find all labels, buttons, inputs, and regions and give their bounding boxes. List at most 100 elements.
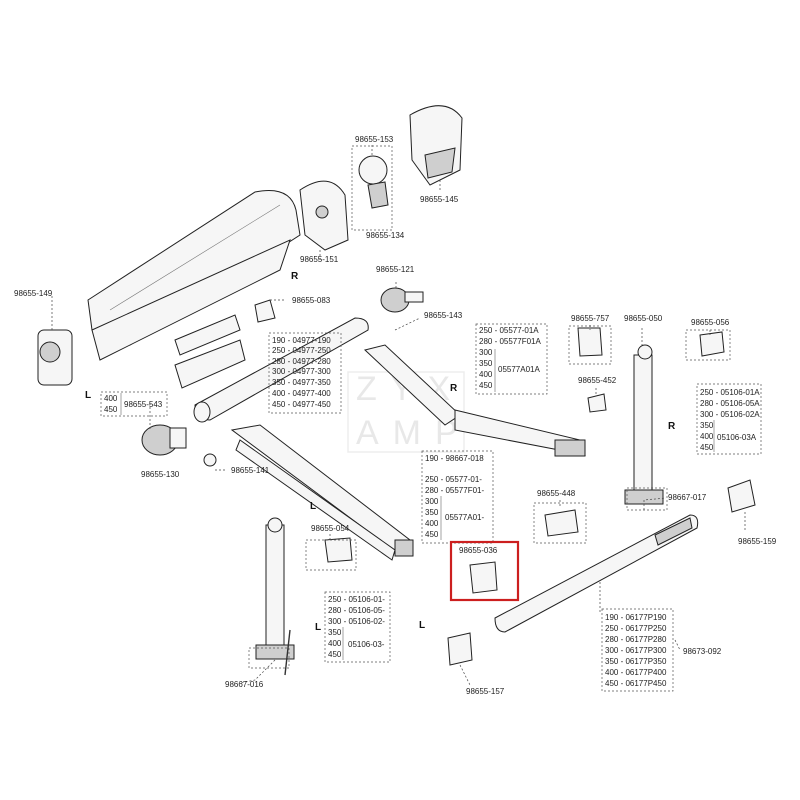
table-row: 280 - 05106-05- [328, 606, 385, 615]
table-row: 190 - 06177P190 [605, 613, 667, 622]
table-row: 280 - 06177P280 [605, 635, 667, 644]
part-label: 98655-134 [366, 231, 405, 240]
part-98655-036-shape [469, 561, 498, 594]
part-box [626, 487, 668, 511]
table-cell: 350 [479, 359, 493, 368]
part-98655-130-shape [141, 424, 187, 456]
part-98655-153-shape [358, 155, 389, 209]
part-label: 98655-153 [355, 135, 394, 144]
table-row: 250 - 05106-01A [700, 388, 760, 397]
part-label: 98655-083 [292, 296, 331, 305]
part-98655-141-shape [203, 453, 217, 467]
part-label: 98655-149 [14, 289, 53, 298]
table-cell: 400 [328, 639, 342, 648]
size-table-05106-left: 250 - 05106-01- 280 - 05106-05- 300 - 05… [324, 591, 391, 663]
part-box [305, 539, 357, 571]
table-row: 400 - 04977-400 [272, 389, 331, 398]
table-cell: 450 [479, 381, 493, 390]
table-row: 300 - 05106-02A [700, 410, 760, 419]
leader-lines [51, 145, 746, 686]
left-leg [255, 517, 295, 676]
part-98655-054-shape [324, 537, 353, 563]
table-row: 280 - 04977-280 [272, 357, 331, 366]
table-cell: 400 [425, 519, 439, 528]
part-label: 98655-050 [624, 314, 663, 323]
highlight-frame [449, 540, 520, 602]
size-table-06177: 190 - 06177P190 250 - 06177P250 280 - 06… [601, 608, 674, 692]
table-cell: 350 [700, 421, 714, 430]
part-98655-083-shape [254, 299, 276, 323]
table-row: 350 - 04977-350 [272, 378, 331, 387]
part-box [533, 502, 587, 544]
part-box [351, 145, 393, 231]
size-table-543: 400 450 98655-543 [100, 391, 168, 417]
part-label: 98655-151 [300, 255, 339, 264]
side-marker: L [419, 620, 425, 631]
side-marker: L [85, 390, 91, 401]
table-row: 280 - 05577F01- [425, 486, 484, 495]
part-98655-452-shape [587, 393, 607, 413]
front-profile [494, 514, 699, 633]
table-cell: 400 [700, 432, 714, 441]
table-row: 250 - 05577-01- [425, 475, 482, 484]
rail-shape [174, 314, 246, 389]
part-label: 98655-757 [571, 314, 610, 323]
part-box [685, 329, 731, 361]
part-label: 98655-159 [738, 537, 777, 546]
table-row: 280 - 05106-05A [700, 399, 760, 408]
part-label: 98655-157 [466, 687, 505, 696]
side-marker: R [291, 271, 299, 282]
table-cell: 400 [104, 394, 118, 403]
table-cell: 450 [425, 530, 439, 539]
table-row: 300 - 06177P300 [605, 646, 667, 655]
part-98655-757-shape [577, 327, 603, 357]
roller-tube [193, 317, 369, 423]
part-label: 98655-121 [376, 265, 415, 274]
part-label: 98655-036 [459, 546, 498, 555]
table-row: 350 - 06177P350 [605, 657, 667, 666]
size-table-04977: 190 - 04977-190 250 - 04977-250 280 - 04… [268, 332, 342, 414]
table-row: 400 - 06177P400 [605, 668, 667, 677]
right-arm [363, 344, 586, 457]
part-label: 98655-054 [311, 524, 350, 533]
part-98655-145-shape [409, 105, 463, 186]
part-label: 98673-092 [683, 647, 722, 656]
part-98655-159-shape [727, 479, 756, 513]
end-cap-right [299, 180, 349, 251]
part-label: 98655-141 [231, 466, 270, 475]
part-98655-056-shape [699, 331, 725, 357]
part-label: 98655-056 [691, 318, 730, 327]
left-arm [230, 424, 414, 561]
table-row: 190 - 04977-190 [272, 336, 331, 345]
side-marker: L [310, 501, 316, 512]
part-label: 98667-017 [668, 493, 707, 502]
part-box [568, 325, 612, 365]
part-label: 98655-130 [141, 470, 180, 479]
table-cell: 450 [700, 443, 714, 452]
part-label: 98655-143 [424, 311, 463, 320]
watermark-line-2: AMP [356, 414, 472, 452]
table-cell: 300 [479, 348, 493, 357]
side-marker: R [668, 421, 676, 432]
table-row: 450 - 06177P450 [605, 679, 667, 688]
size-table-05106-right: 250 - 05106-01A 280 - 05106-05A 300 - 05… [696, 383, 762, 455]
part-label: 98655-145 [420, 195, 459, 204]
size-table-05577-left: 190 - 98667-018 250 - 05577-01- 280 - 05… [421, 450, 494, 544]
table-cell: 350 [425, 508, 439, 517]
part-98655-149-shape [37, 329, 73, 386]
cassette-housing [87, 190, 301, 361]
table-cell: 450 [104, 405, 118, 414]
table-row: 300 - 05106-02- [328, 617, 385, 626]
table-row: 250 - 06177P250 [605, 624, 667, 633]
table-cell: 350 [328, 628, 342, 637]
table-row: 250 - 05106-01- [328, 595, 385, 604]
table-cell: 05577A01A [498, 365, 540, 374]
part-98655-448-shape [544, 509, 579, 537]
right-leg [624, 344, 664, 505]
side-marker: R [450, 383, 458, 394]
part-label: 98667-016 [225, 680, 264, 689]
part-box [248, 647, 290, 669]
part-98655-157-shape [447, 632, 473, 666]
